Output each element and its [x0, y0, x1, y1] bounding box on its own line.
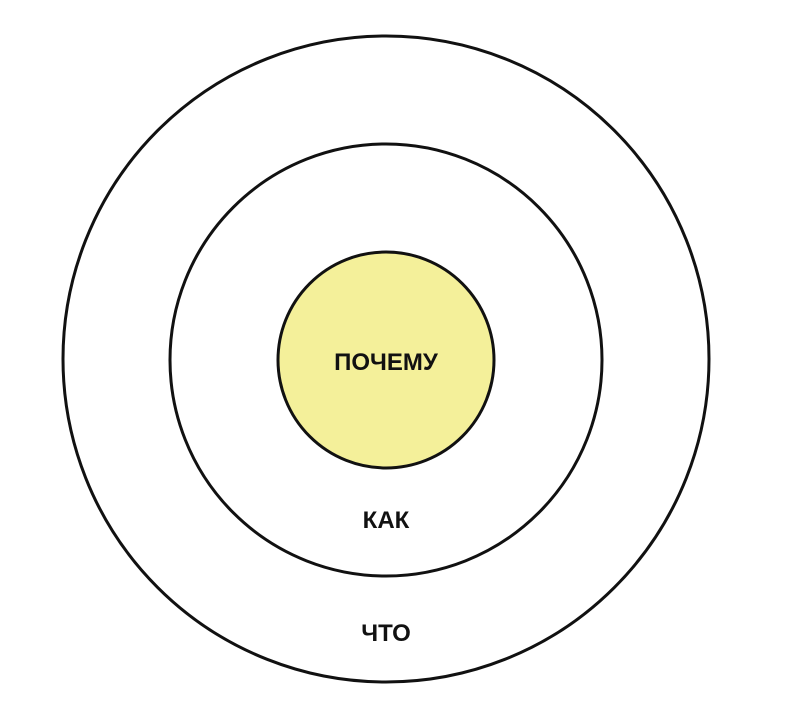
middle-circle-label: КАК — [363, 507, 410, 534]
outer-circle-label: ЧТО — [361, 620, 411, 647]
inner-circle — [276, 250, 496, 470]
inner-circle-label: ПОЧЕМУ — [334, 349, 439, 376]
